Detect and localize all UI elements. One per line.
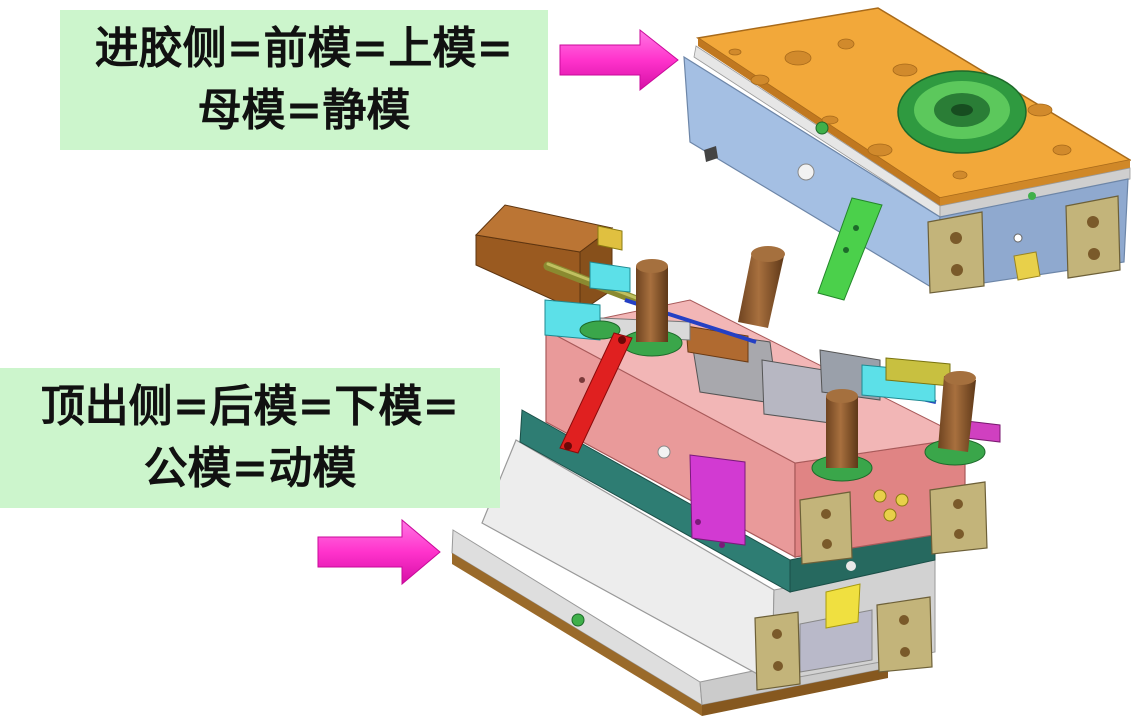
water-fitting (873, 489, 887, 503)
plate-marker (846, 561, 856, 571)
lock-bar (559, 332, 633, 454)
water-fitting-port (1013, 233, 1023, 243)
bracket-hole (843, 247, 849, 253)
guide-pin (826, 389, 858, 468)
guide-pin (636, 259, 668, 342)
stop-block-bolt (719, 542, 725, 548)
core-guide-block-left (799, 491, 853, 565)
injection-side-label: 进胶侧=前模=上模= 母模=静模 (60, 10, 548, 150)
bolt-hole (952, 170, 968, 180)
bracket-hole (853, 225, 859, 231)
plate-marker (815, 121, 829, 135)
bolt-hole (837, 38, 855, 50)
stop-block-bolt (695, 519, 701, 525)
lock-bar-bolt (618, 336, 626, 344)
lower-guide-block-right (876, 596, 933, 673)
guide-block-hole (822, 539, 832, 549)
bolt-hole (821, 115, 839, 125)
ejection-side-label: 顶出侧=后模=下模= 公模=动模 (0, 368, 500, 508)
bottom-clamp-plate-edge (452, 553, 702, 716)
guide-block-body (927, 211, 985, 294)
slider-fitting (597, 225, 623, 251)
bolt-hole (750, 74, 770, 86)
upper-guide-block-left (927, 211, 985, 294)
locating-ring (897, 70, 1027, 154)
sprue-hole (951, 104, 973, 116)
fixed-mold-half (683, 7, 1131, 301)
guide-block-hole (899, 615, 909, 625)
plate-marker (797, 163, 815, 181)
bolt-hole (784, 50, 812, 66)
guide-pin-top (636, 259, 668, 273)
guide-block-body (876, 596, 933, 673)
guide-block-body (754, 611, 801, 691)
side-fitting (704, 146, 718, 162)
water-fitting (895, 493, 909, 507)
guide-block-hole (900, 647, 910, 657)
top-clamp-plate-side-edge (940, 160, 1130, 206)
support-bracket (817, 197, 883, 301)
guide-block-hole (951, 264, 963, 276)
water-fitting (1013, 251, 1041, 281)
guide-block-body (929, 481, 988, 555)
water-fitting (883, 508, 897, 522)
guide-block-hole (821, 509, 831, 519)
upper-guide-block-right (1065, 195, 1121, 279)
guide-pin-body (738, 252, 784, 328)
ejection-side-line2: 公模=动模 (143, 443, 357, 494)
plate-bolt-holes (728, 38, 1072, 180)
moving-mold-half (451, 204, 1001, 716)
plate-marker (571, 613, 585, 627)
guide-block-hole (954, 529, 964, 539)
bolt-hole (867, 143, 893, 157)
bolt-hole (728, 48, 742, 56)
guide-block-body (1065, 195, 1121, 279)
guide-pin-body (826, 396, 858, 468)
core-guide-block-right (929, 481, 988, 555)
guide-block-hole (772, 629, 782, 639)
guide-pin (738, 246, 785, 328)
guide-pin-top (826, 389, 858, 403)
guide-block-body (799, 491, 853, 565)
guide-pin-body (636, 266, 668, 342)
plate-marker (657, 445, 671, 459)
bolt-hole (1052, 144, 1072, 156)
bolt-hole (892, 63, 918, 77)
ejector-stop-block (689, 454, 746, 546)
plate-marker (1028, 192, 1036, 200)
insulation-plate-side (939, 167, 1131, 218)
ejector-rod (825, 583, 861, 629)
guide-block-hole (953, 499, 963, 509)
guide-pin-top (944, 371, 976, 385)
injection-side-line2: 母模=静模 (197, 85, 411, 136)
guide-pin-body (938, 376, 976, 452)
guide-block-hole (950, 232, 962, 244)
guide-block-hole (773, 661, 783, 671)
guide-block-hole (1088, 248, 1100, 260)
arrow-to-moving-half (317, 518, 441, 586)
bolt-hole (1027, 103, 1053, 117)
plate-marker (579, 377, 585, 383)
guide-block-hole (1087, 216, 1099, 228)
guide-pin (938, 371, 976, 452)
bottom-clamp-plate-side-edge (702, 668, 888, 716)
injection-side-line1: 进胶侧=前模=上模= (94, 23, 514, 74)
cylinder-block (589, 261, 631, 293)
lock-bar-bolt (564, 442, 572, 450)
arrow-to-fixed-half (559, 28, 679, 92)
ejection-side-line1: 顶出侧=后模=下模= (40, 381, 460, 432)
guide-pin-top (751, 246, 785, 262)
lower-guide-block-left (754, 611, 801, 691)
guide-pin-base (579, 320, 621, 340)
